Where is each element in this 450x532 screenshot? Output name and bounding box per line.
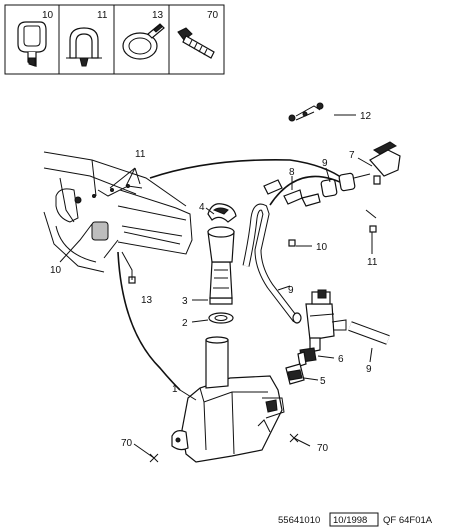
callout-4: 4 <box>199 202 205 213</box>
bolt-icon <box>177 27 215 59</box>
washer-reservoir <box>171 336 285 463</box>
callout-2: 2 <box>182 318 188 329</box>
saddle-clip-icon <box>66 27 102 67</box>
header-ref-70: 70 <box>207 10 219 21</box>
callout-5: 5 <box>320 376 326 387</box>
clip-10-marker <box>288 239 296 247</box>
callout-70-left: 70 <box>121 438 133 449</box>
header-ref-13: 13 <box>152 10 164 21</box>
callout-10-right: 10 <box>316 242 328 253</box>
callout-1: 1 <box>172 384 178 395</box>
hose-clamp-icon <box>122 23 165 60</box>
assembly-outline-arc <box>149 159 346 181</box>
callout-11-left: 11 <box>135 149 146 160</box>
callout-6: 6 <box>338 354 344 365</box>
callout-13-left: 13 <box>141 295 153 306</box>
footer-reference: 55641010 <box>278 515 320 526</box>
callout-11-right: 11 <box>367 257 378 268</box>
header-ref-11: 11 <box>97 10 108 21</box>
vehicle-sketch <box>43 151 193 273</box>
filler-assembly <box>207 203 237 324</box>
callout-9-upper: 9 <box>322 158 328 169</box>
reservoir-outline-arc <box>117 251 181 391</box>
callout-70-right: 70 <box>317 443 329 454</box>
pump-grommet <box>297 347 317 367</box>
footer: 55641010 10/1998 QF 64F01A <box>278 512 433 527</box>
assembly-outline-arc-lower <box>269 175 349 206</box>
footer-code: QF 64F01A <box>383 515 433 526</box>
callout-9-mid: 9 <box>288 285 294 296</box>
hose-connectors <box>263 172 371 207</box>
callout-3: 3 <box>182 296 188 307</box>
callout-7: 7 <box>349 150 355 161</box>
windscreen-washer-jet <box>369 141 401 185</box>
jet-feed-line <box>288 102 324 122</box>
callout-9-lower: 9 <box>366 364 372 375</box>
callout-12: 12 <box>360 111 372 122</box>
clip-icon <box>17 21 47 67</box>
clip-11-marker <box>369 225 377 233</box>
header-parts-strip: 10 11 13 70 <box>4 4 225 75</box>
header-ref-10: 10 <box>42 10 54 21</box>
washer-pump <box>305 289 347 353</box>
footer-date: 10/1998 <box>333 515 367 526</box>
leader-lines <box>59 114 377 459</box>
callout-8: 8 <box>289 167 295 178</box>
callout-10-left: 10 <box>50 265 62 276</box>
reservoir-connector <box>285 363 305 385</box>
